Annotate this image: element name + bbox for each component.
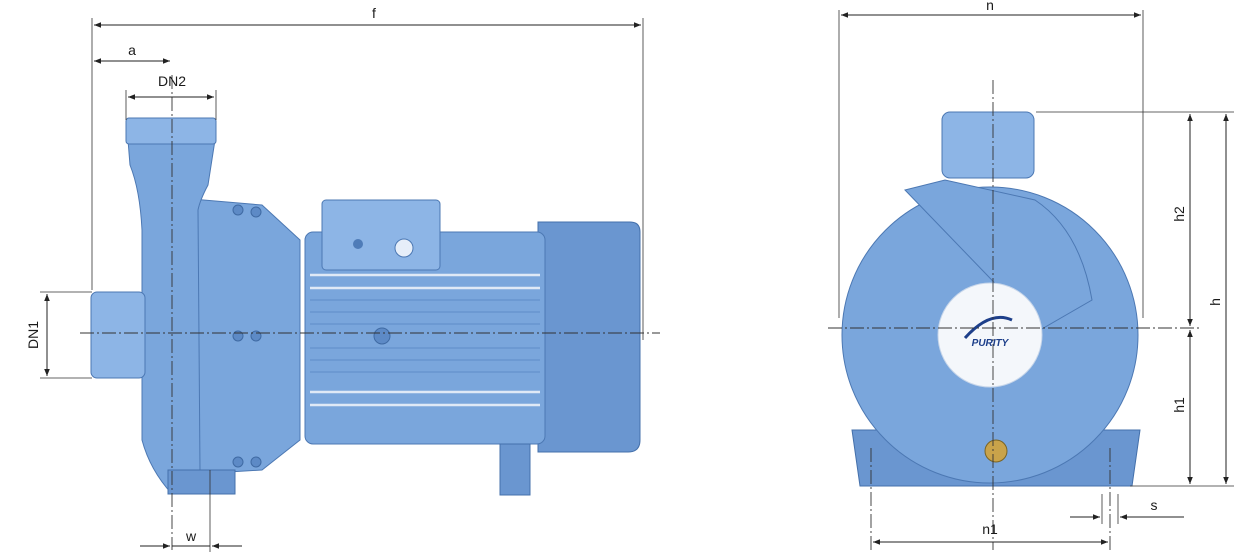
dimension-w: w [140, 470, 242, 552]
label-dn1: DN1 [25, 321, 41, 349]
dimension-h: h [1207, 114, 1229, 484]
side-view: f a DN2 DN1 w [25, 5, 660, 552]
motor-cooling-fins [310, 273, 540, 407]
logo-mark-icon [963, 315, 1013, 339]
label-n: n [986, 0, 994, 13]
dimension-dn1: DN1 [25, 291, 92, 379]
drain-plug [984, 439, 1008, 463]
label-dn2: DN2 [158, 73, 186, 89]
bracket-bolts [232, 204, 262, 468]
discharge-port [125, 117, 217, 145]
label-f: f [372, 5, 376, 21]
dimension-h1: h1 [1171, 330, 1193, 484]
label-a: a [128, 42, 136, 58]
volute-upper [904, 179, 1093, 331]
front-view: PURITY n h2 h1 h [828, 0, 1234, 552]
cable-gland [353, 239, 363, 249]
label-w: w [185, 528, 197, 544]
dimension-f: f [91, 5, 644, 340]
dimension-h2: h2 [1171, 114, 1193, 326]
label-s: s [1151, 497, 1158, 513]
motor-foot [499, 443, 531, 496]
label-n1: n1 [982, 521, 998, 537]
dimension-dn2: DN2 [125, 73, 217, 120]
label-h2: h2 [1171, 206, 1187, 222]
logo-disk [937, 282, 1043, 388]
discharge-neck [941, 111, 1035, 179]
side-pump-illustration [90, 117, 641, 496]
dimension-n1: n1 [870, 448, 1111, 552]
pump-foot [167, 469, 236, 495]
front-pump-illustration: PURITY [841, 111, 1141, 487]
suction-port [90, 291, 146, 379]
motor-fan-cover [537, 221, 641, 453]
logo-text: PURITY [972, 338, 1010, 349]
label-h1: h1 [1171, 397, 1187, 413]
label-h: h [1207, 298, 1223, 306]
terminal-box [321, 199, 441, 271]
cable-gland [394, 238, 414, 258]
dimension-s: s [1070, 494, 1184, 524]
dimension-a: a [94, 42, 170, 64]
dimension-n: n [838, 0, 1144, 318]
bolt [373, 327, 391, 345]
